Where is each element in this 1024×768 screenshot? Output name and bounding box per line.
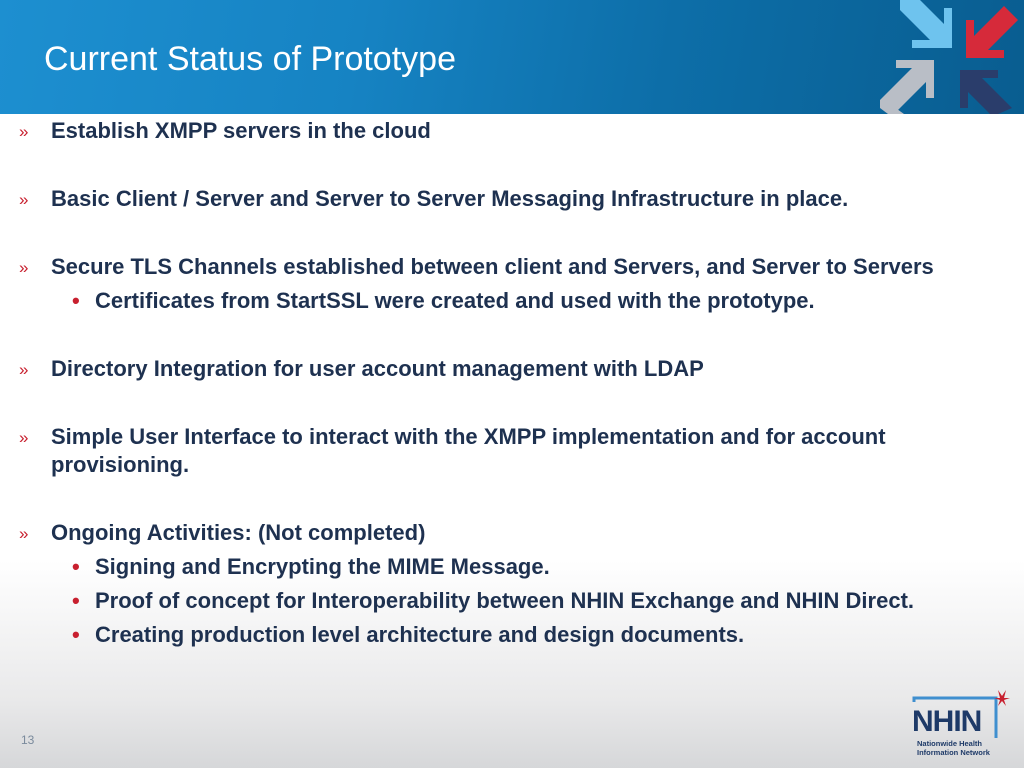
bullet-text: Ongoing Activities: (Not completed): [51, 520, 426, 545]
bullet-marker: »: [19, 524, 29, 543]
sub-bullet-text: Proof of concept for Interoperability be…: [95, 588, 915, 613]
bullet-item: » Directory Integration for user account…: [0, 355, 1000, 383]
bullet-marker: »: [19, 190, 29, 209]
bullet-text: Simple User Interface to interact with t…: [51, 424, 886, 477]
bullet-marker: »: [19, 428, 29, 447]
nhin-logo-text: NHIN: [912, 705, 982, 738]
sub-bullet-marker: •: [72, 288, 80, 313]
sub-bullet-item: • Creating production level architecture…: [0, 621, 1000, 649]
slide-title: Current Status of Prototype: [44, 40, 456, 78]
slide-body: » Establish XMPP servers in the cloud » …: [0, 117, 1000, 649]
nhin-logo-icon: NHIN Nationwide Health Information Netwo…: [912, 688, 1012, 760]
sub-bullet-marker: •: [72, 554, 80, 579]
bullet-text: Directory Integration for user account m…: [51, 356, 704, 381]
sub-bullet-item: • Signing and Encrypting the MIME Messag…: [0, 553, 1000, 581]
sub-bullet-item: • Proof of concept for Interoperability …: [0, 587, 1000, 615]
bullet-item: » Secure TLS Channels established betwee…: [0, 253, 1000, 281]
bullet-marker: »: [19, 360, 29, 379]
bullet-item: » Basic Client / Server and Server to Se…: [0, 185, 1000, 213]
sub-bullet-text: Signing and Encrypting the MIME Message.: [95, 554, 550, 579]
sub-bullet-text: Certificates from StartSSL were created …: [95, 288, 815, 313]
sub-bullet-text: Creating production level architecture a…: [95, 622, 745, 647]
bullet-marker: »: [19, 258, 29, 277]
bullet-item: » Ongoing Activities: (Not completed): [0, 519, 1000, 547]
bullet-marker: »: [19, 122, 29, 141]
bullet-text: Establish XMPP servers in the cloud: [51, 118, 431, 143]
slide-header: Current Status of Prototype: [0, 0, 1024, 114]
sub-bullet-item: • Certificates from StartSSL were create…: [0, 287, 1000, 315]
bullet-item: » Simple User Interface to interact with…: [0, 423, 1000, 479]
nhin-logo-subtitle: Nationwide Health Information Network: [917, 739, 990, 757]
sub-bullet-marker: •: [72, 588, 80, 613]
bullet-text: Basic Client / Server and Server to Serv…: [51, 186, 849, 211]
page-number: 13: [21, 733, 35, 747]
converging-arrows-icon: [880, 0, 1018, 114]
sub-bullet-marker: •: [72, 622, 80, 647]
bullet-text: Secure TLS Channels established between …: [51, 254, 934, 279]
bullet-item: » Establish XMPP servers in the cloud: [0, 117, 1000, 145]
nhin-bracket-icon: [912, 690, 1010, 738]
